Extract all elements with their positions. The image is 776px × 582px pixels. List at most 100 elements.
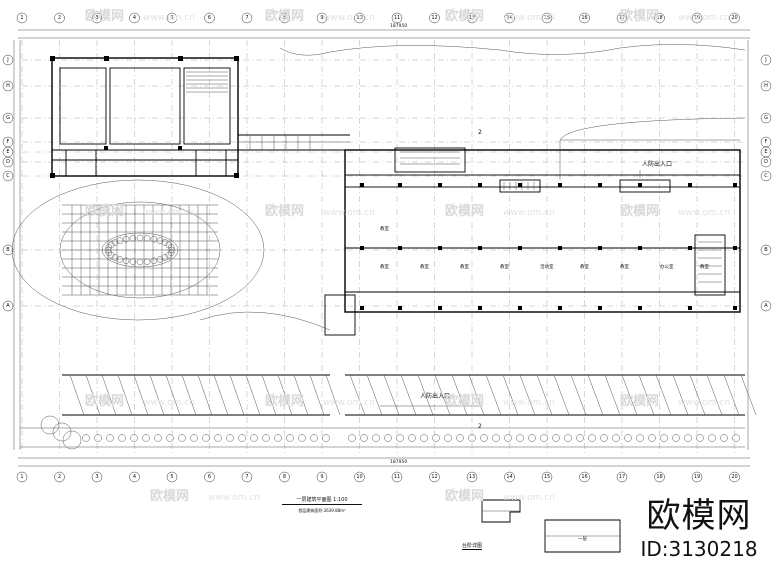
shrub xyxy=(150,235,158,243)
classroom-columns xyxy=(360,183,737,310)
axis-bubble-bottom-label: 4 xyxy=(133,474,136,480)
watermark-brand: 欧模网 xyxy=(265,393,304,409)
axis-bubble-top: 10 xyxy=(354,12,365,24)
shrub xyxy=(116,256,124,263)
parking-stall xyxy=(655,374,672,416)
axis-bubble-top-label: 7 xyxy=(245,15,248,21)
parking-stall xyxy=(587,374,604,416)
shrub xyxy=(156,256,164,263)
axis-bubble-top-label: 19 xyxy=(694,15,700,21)
parking-stall xyxy=(197,374,213,416)
axis-bubble-bottom: 18 xyxy=(654,471,665,483)
parking-stall xyxy=(451,374,468,416)
column xyxy=(688,246,692,250)
tree xyxy=(396,434,404,442)
parking-stall xyxy=(245,374,261,416)
shrub xyxy=(116,237,124,244)
axis-bubble-left-label: F xyxy=(7,139,10,145)
axis-bubble-top-label: 4 xyxy=(133,15,136,21)
tree xyxy=(372,434,380,442)
shrub xyxy=(122,235,130,243)
shrub xyxy=(122,257,130,265)
column xyxy=(438,246,442,250)
axis-bubble-left-label: A xyxy=(6,303,10,309)
room-label: 教室 xyxy=(380,263,389,270)
parking-stall xyxy=(502,374,519,416)
column xyxy=(638,306,642,310)
column xyxy=(638,183,642,187)
tree xyxy=(286,434,294,442)
tree xyxy=(492,434,500,442)
watermark-brand: 欧模网 xyxy=(265,8,304,24)
column xyxy=(478,183,482,187)
column xyxy=(518,246,522,250)
area-note: 首层建筑面积:3639.88m² xyxy=(298,508,346,513)
tree xyxy=(468,434,476,442)
tree xyxy=(516,434,524,442)
parking-stall xyxy=(133,374,149,416)
axis-bubble-right-label: C xyxy=(764,173,768,179)
shrub xyxy=(150,257,158,265)
watermark: 欧模网 www.om.cn xyxy=(265,393,375,409)
tree xyxy=(564,434,572,442)
axis-bubble-top-label: 10 xyxy=(356,15,362,21)
parking-stall xyxy=(621,374,638,416)
room-label: 教室 xyxy=(700,263,709,270)
watermark-url: www.om.cn xyxy=(323,13,375,23)
site-boundary xyxy=(20,44,746,448)
axis-bubble-left-label: E xyxy=(6,149,9,155)
axis-bubble-bottom-label: 14 xyxy=(506,474,512,480)
parking-stall xyxy=(519,374,536,416)
watermark: 欧模网 www.om.cn xyxy=(265,8,375,24)
tree xyxy=(672,434,680,442)
tree xyxy=(588,434,596,442)
parking-stall xyxy=(536,374,553,416)
column xyxy=(478,306,482,310)
axis-bubble-bottom-label: 1 xyxy=(20,474,23,480)
watermark-url: www.om.cn xyxy=(143,208,195,218)
axis-bubble-bottom: 1 xyxy=(16,471,28,483)
annotations: 人防出入口 人防出入口 2 2 xyxy=(380,129,672,430)
shrub xyxy=(136,258,144,266)
section-mark-1: 2 xyxy=(478,129,482,136)
parking-stall xyxy=(638,374,655,416)
tree xyxy=(456,434,464,442)
axis-bubble-left-label: D xyxy=(6,159,10,165)
axis-bubble-top-label: 9 xyxy=(320,15,323,21)
axis-bubble-top-label: 14 xyxy=(506,15,512,21)
watermark-brand: 欧模网 xyxy=(445,393,484,409)
axis-bubble-left: B xyxy=(2,244,14,256)
tree xyxy=(154,434,162,442)
tree xyxy=(106,434,114,442)
parking-stall xyxy=(149,374,165,416)
axis-bubble-bottom-label: 20 xyxy=(731,474,737,480)
watermark-url: www.om.cn xyxy=(323,398,375,408)
civil-defense-entry-top: 人防出入口 xyxy=(642,160,672,168)
brand-watermark: 欧模网 ID:3130218 xyxy=(628,496,770,562)
shrub xyxy=(104,246,112,254)
axis-bubble-bottom-label: 3 xyxy=(95,474,98,480)
axis-bubble-bottom: 6 xyxy=(204,471,215,483)
axis-bubble-bottom: 8 xyxy=(279,471,290,483)
axis-bubble-bottom: 9 xyxy=(316,471,328,483)
axis-bubble-top: 19 xyxy=(691,12,703,24)
column xyxy=(398,306,402,310)
parking-stall xyxy=(740,374,757,416)
axis-bubble-top-label: 15 xyxy=(544,15,550,21)
parking-stall xyxy=(293,374,309,416)
axis-bubble-top: 12 xyxy=(429,12,440,24)
parking-stall xyxy=(553,374,570,416)
axis-bubble-right-label: E xyxy=(764,149,767,155)
shrub xyxy=(107,241,115,249)
axis-bubble-top-label: 12 xyxy=(431,15,437,21)
tree xyxy=(480,434,488,442)
axis-bubble-left-label: C xyxy=(6,173,10,179)
